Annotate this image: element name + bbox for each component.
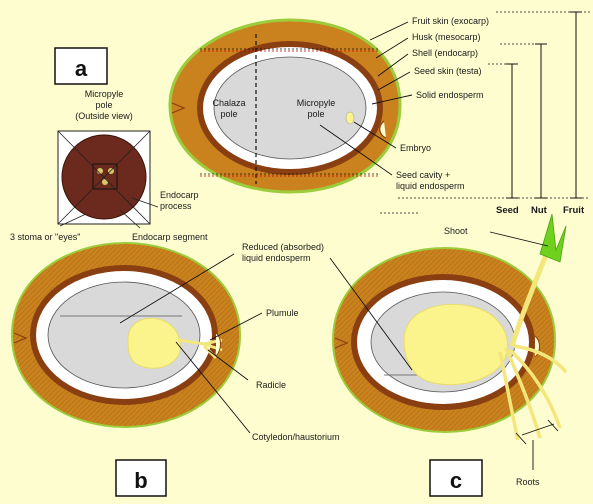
husk-label: Husk (mesocarp) [412,32,481,42]
shoot-label: Shoot [444,226,468,236]
plumule-label: Plumule [266,308,299,318]
cotyledon-haustorium-c [404,304,508,384]
endocarp-process-label-1: Endocarp [160,190,199,200]
micropyle-pole-label-1: Micropyle [297,98,336,108]
cotyledon-label: Cotyledon/haustorium [252,432,340,442]
seed-bracket-label: Seed [496,205,519,216]
micropyle-view-label-3: (Outside view) [75,111,133,121]
endocarp-process-label-2: process [160,201,192,211]
roots-label: Roots [516,477,540,487]
chalaza-pole-label-1: Chalaza [212,98,245,108]
seed-cavity-label-1: Seed cavity + [396,170,450,180]
stoma-eye-3 [102,179,108,185]
stoma-eyes-label: 3 stoma or "eyes" [10,232,80,242]
shoot-leaves-c [540,214,566,262]
fruit-bracket-label: Fruit [563,205,585,216]
embryo-label: Embryo [400,143,431,153]
fruit-cross-section-a: Chalaza pole Micropyle pole [170,20,420,213]
reduced-endosperm-label-1: Reduced (absorbed) [242,242,324,252]
solid-endosperm-label: Solid endosperm [416,90,484,100]
panel-b-letter: b [134,468,147,493]
panel-a-letter: a [75,56,88,81]
nut-bracket-label: Nut [531,205,548,216]
reduced-endosperm-label-2: liquid endosperm [242,253,311,263]
seed-cavity-a [214,57,366,159]
panel-c: Shoot Roots c [330,214,566,496]
micropyle-view-label-2: pole [95,100,112,110]
endocarp-segment-label: Endocarp segment [132,232,208,242]
panel-b: Reduced (absorbed) liquid endosperm Plum… [12,242,340,496]
panel-a: a Micropyle pole (Outside view) Endocarp… [10,12,590,242]
micropyle-view-label-1: Micropyle [85,89,124,99]
micropyle-pole-label-2: pole [307,109,324,119]
seed-skin-label: Seed skin (testa) [414,66,482,76]
fruit-skin-label: Fruit skin (exocarp) [412,16,489,26]
shell-label: Shell (endocarp) [412,48,478,58]
embryo-a [346,112,354,124]
seed-cavity-label-2: liquid endosperm [396,181,465,191]
chalaza-pole-label-2: pole [220,109,237,119]
radicle-label: Radicle [256,380,286,390]
panel-c-letter: c [450,468,462,493]
